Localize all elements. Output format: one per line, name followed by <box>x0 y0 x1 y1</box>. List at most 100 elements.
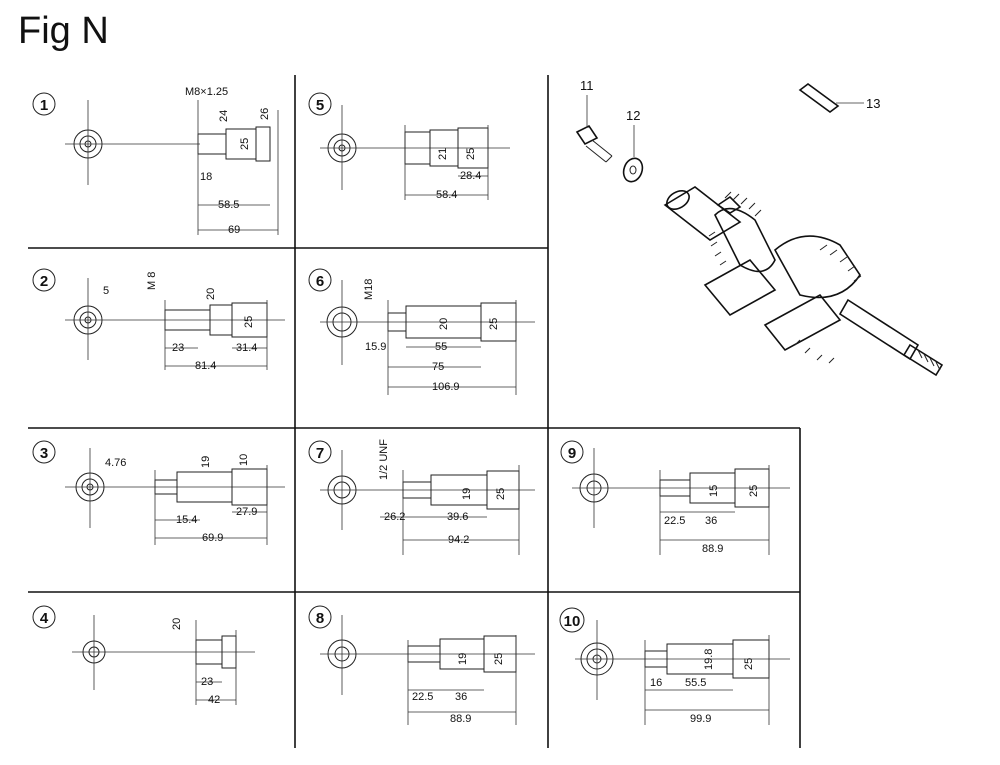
dim-label: 19.8 <box>703 649 715 670</box>
dim-label: 15.4 <box>176 514 197 526</box>
dim-label: M18 <box>363 279 375 300</box>
gear-teeth <box>708 191 762 266</box>
dim-label: 99.9 <box>690 713 711 725</box>
dim-label: 94.2 <box>448 534 469 546</box>
svg-text:3: 3 <box>40 445 48 462</box>
dim-label: 19 <box>461 488 473 500</box>
dim-label: M 8 <box>146 272 158 290</box>
panel-8: 8 19 25 22.5 36 88.9 <box>308 605 535 725</box>
dim-label: 15.9 <box>365 341 386 353</box>
svg-text:9: 9 <box>568 445 576 462</box>
dim-label: 25 <box>743 658 755 670</box>
gear-teeth-2 <box>794 244 862 364</box>
callout-12: 12 <box>626 108 640 123</box>
shaft-profile-2 <box>164 300 268 370</box>
dim-label: 20 <box>171 618 183 630</box>
svg-text:1: 1 <box>40 97 48 114</box>
end-view-1 <box>65 100 200 185</box>
end-view-3 <box>65 448 285 528</box>
circled-number-10: 10 <box>559 607 585 633</box>
dim-label: 26 <box>259 108 271 120</box>
dim-label: 21 <box>437 148 449 160</box>
dim-label: 23 <box>172 342 184 354</box>
dim-label: 18 <box>200 171 212 183</box>
end-view-10 <box>575 620 790 700</box>
panel-1: 1 M8×1.25 24 26 25 18 58.5 69 <box>32 86 279 236</box>
end-view-6 <box>320 280 535 365</box>
circled-number-3: 3 <box>32 440 56 464</box>
dim-label: 69 <box>228 224 240 236</box>
panel-grid <box>28 75 801 748</box>
dim-label: 55.5 <box>685 677 706 689</box>
dim-label: 28.4 <box>460 170 481 182</box>
shaft-profile-9 <box>659 465 770 555</box>
dim-label: 25 <box>748 485 760 497</box>
svg-text:8: 8 <box>316 610 324 627</box>
dim-label: 19 <box>457 653 469 665</box>
shaft-profile-10 <box>644 635 770 725</box>
dim-label: 25 <box>239 138 251 150</box>
dim-label: 25 <box>243 316 255 328</box>
panel-5: 5 21 25 28.4 58.4 <box>308 92 510 201</box>
circled-number-9: 9 <box>560 440 584 464</box>
panel-9: 9 15 25 22.5 36 88.9 <box>560 440 790 555</box>
svg-text:4: 4 <box>40 610 49 627</box>
end-view-5 <box>320 105 510 190</box>
end-view-2 <box>65 278 285 360</box>
panel-4: 4 20 23 42 <box>32 605 255 706</box>
dim-label: 36 <box>705 515 717 527</box>
dim-label: 58.5 <box>218 199 239 211</box>
end-view-9 <box>572 448 790 528</box>
svg-text:7: 7 <box>316 445 324 462</box>
dim-label: 81.4 <box>195 360 216 372</box>
circled-number-7: 7 <box>308 440 332 464</box>
shaft-profile-3 <box>154 465 268 545</box>
shaft-profile-4 <box>195 620 237 705</box>
panel-7: 7 1/2 UNF 19 25 26.2 39.6 94.2 <box>308 439 535 555</box>
circled-number-6: 6 <box>308 268 332 292</box>
circled-number-1: 1 <box>32 92 56 116</box>
circled-number-4: 4 <box>32 605 56 629</box>
washer-part-12: 12 <box>622 108 644 183</box>
shaft-profile-8 <box>407 635 517 725</box>
circled-number-8: 8 <box>308 605 332 629</box>
dim-label: 22.5 <box>664 515 685 527</box>
dim-label: 5 <box>103 285 109 297</box>
dim-label: M8×1.25 <box>185 86 228 98</box>
crankshaft-body <box>663 186 944 377</box>
end-view-7 <box>320 450 535 530</box>
dim-label: 10 <box>238 454 250 466</box>
svg-text:2: 2 <box>40 273 48 290</box>
end-view-4 <box>72 615 255 690</box>
svg-text:6: 6 <box>316 273 324 290</box>
dim-label: 39.6 <box>447 511 468 523</box>
dim-label: 55 <box>435 341 447 353</box>
dim-label: 20 <box>205 288 217 300</box>
dim-label: 20 <box>438 318 450 330</box>
circled-number-5: 5 <box>308 92 332 116</box>
shaft-profile-6 <box>387 300 517 395</box>
dim-label: 19 <box>200 456 212 468</box>
dim-label: 106.9 <box>432 381 460 393</box>
crankshaft-illustration: 11 12 13 <box>575 78 944 377</box>
circled-number-2: 2 <box>32 268 56 292</box>
dim-label: 24 <box>218 110 230 122</box>
dim-label: 25 <box>493 653 505 665</box>
panel-10: 10 19.8 25 16 55.5 99.9 <box>559 607 790 725</box>
dim-label: 31.4 <box>236 342 257 354</box>
panel-3: 3 4.76 19 10 15.4 27.9 69.9 <box>32 440 285 545</box>
svg-text:10: 10 <box>564 613 581 630</box>
dim-label: 22.5 <box>412 691 433 703</box>
dim-label: 88.9 <box>702 543 723 555</box>
dim-label: 25 <box>495 488 507 500</box>
shaft-profile-5 <box>404 125 489 200</box>
dim-label: 75 <box>432 361 444 373</box>
dim-label: 16 <box>650 677 662 689</box>
svg-text:5: 5 <box>316 97 324 114</box>
dim-label: 27.9 <box>236 506 257 518</box>
figure-title: Fig N <box>18 10 109 52</box>
dim-label: 69.9 <box>202 532 223 544</box>
dim-label: 23 <box>201 676 213 688</box>
end-view-8 <box>320 615 535 695</box>
